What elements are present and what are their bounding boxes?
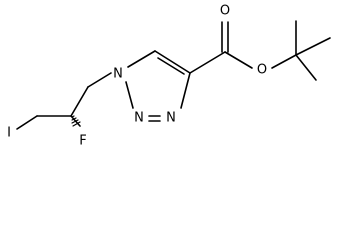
bond-cq-me2	[295, 37, 331, 56]
bond-c5-c4	[154, 50, 191, 74]
bond-ch2-n1	[87, 72, 112, 88]
atom-n1: N	[113, 67, 123, 82]
atom-o-ester: O	[257, 63, 267, 78]
atom-fluorine: F	[79, 134, 86, 149]
bond-i-c	[16, 115, 38, 130]
atom-o-carbonyl: O	[220, 4, 230, 19]
wedge-hash-1	[71, 115, 75, 118]
bond-cq-me3	[295, 54, 317, 81]
bond-o-cq	[271, 54, 297, 69]
bond-n2-n1	[125, 81, 134, 109]
hashed-wedge-bond	[71, 115, 81, 127]
atom-n3: N	[166, 111, 176, 126]
bond-c4-cester	[189, 51, 226, 74]
atom-n2: N	[134, 111, 144, 126]
bond-c4-n3	[180, 72, 191, 109]
wedge-hash-4	[72, 121, 81, 127]
molecule-structure: I F N N N O O	[7, 4, 331, 149]
bond-n1-c5	[127, 50, 156, 68]
bond-lines	[16, 20, 331, 130]
bond-cf-ch2linker	[70, 86, 89, 117]
wedge-hash-2	[71, 117, 77, 121]
bond-c5-c4-inner	[157, 57, 185, 75]
linker-bonds	[70, 86, 89, 117]
atom-iodine: I	[7, 126, 11, 141]
bond-c-oester	[224, 51, 253, 69]
wedge-hash-3	[71, 119, 79, 124]
